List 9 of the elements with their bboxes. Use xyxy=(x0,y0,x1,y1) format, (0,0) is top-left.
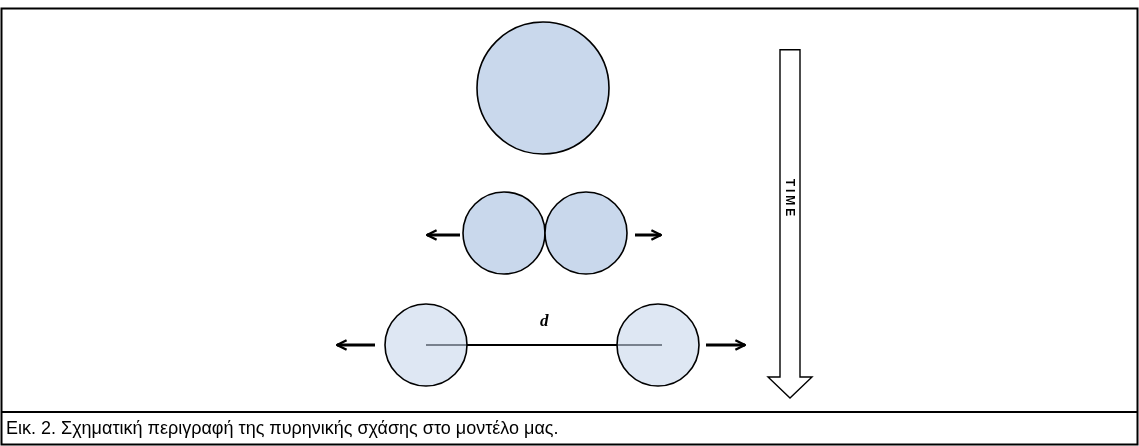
nucleus-circle xyxy=(384,303,468,387)
figure-caption: Εικ. 2. Σχηματική περιγραφή της πυρηνικής σχάσης στο μοντέλο μας. xyxy=(6,418,559,439)
distance-label: d xyxy=(540,311,549,331)
nucleus-circle xyxy=(616,303,700,387)
nucleus-circle xyxy=(544,191,628,275)
time-arrow xyxy=(767,49,813,399)
nucleus-circle xyxy=(476,21,610,155)
time-label: TIME xyxy=(783,178,797,220)
nucleus-circle xyxy=(462,191,546,275)
